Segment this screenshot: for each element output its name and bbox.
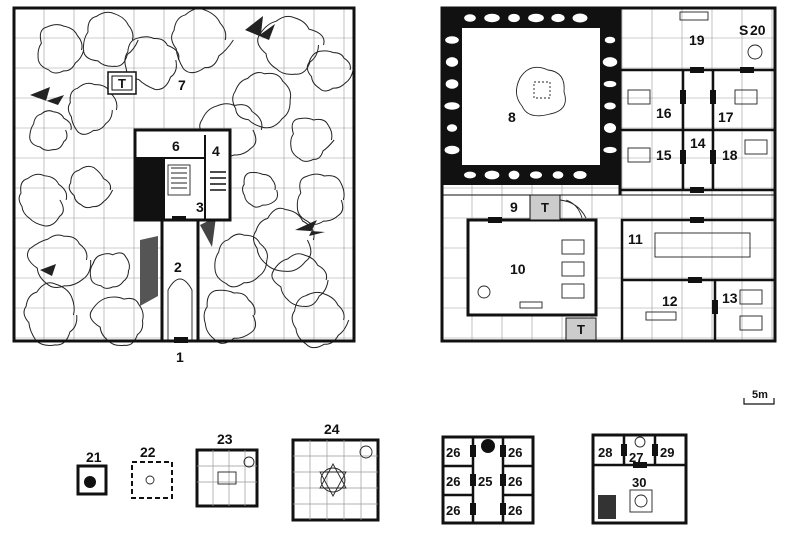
area-label-21: 21 <box>86 449 102 465</box>
area-label-12: 12 <box>662 293 678 309</box>
forest-outer-wall <box>12 6 356 343</box>
forest-canopy <box>18 8 354 349</box>
hedge-border <box>444 13 618 180</box>
small-map-27-30: 28 27 29 30 <box>591 433 688 525</box>
forest-shadows <box>30 16 325 306</box>
area-label-4: 4 <box>212 143 220 159</box>
area-label-24: 24 <box>324 421 340 437</box>
area-label-7: 7 <box>178 77 186 93</box>
area-label-17: 17 <box>718 109 734 125</box>
area-label-22: 22 <box>140 444 156 460</box>
area-label-26-b: 26 <box>508 445 522 460</box>
area-label-2: 2 <box>174 259 182 275</box>
scale-label: 5m <box>752 389 768 401</box>
entry-corridor <box>160 218 200 343</box>
area-label-19: 19 <box>689 32 705 48</box>
area-label-23: 23 <box>217 431 233 447</box>
trap-marker-forest: T <box>118 76 126 91</box>
area-label-20: 20 <box>750 22 766 38</box>
area-label-30: 30 <box>632 475 646 490</box>
south-rooms: T T <box>442 194 775 342</box>
stair-marker-s: S <box>739 22 748 38</box>
area-label-26-a: 26 <box>446 445 460 460</box>
small-map-22: 22 <box>131 444 173 499</box>
area-label-1: 1 <box>176 349 184 365</box>
area-label-13: 13 <box>722 290 738 306</box>
trap-marker-10: T <box>577 322 585 337</box>
area-label-26-e: 26 <box>446 503 460 518</box>
area-label-28: 28 <box>598 445 612 460</box>
area-label-29: 29 <box>660 445 674 460</box>
area-label-26-c: 26 <box>446 474 460 489</box>
area-label-14: 14 <box>690 135 706 151</box>
area-label-10: 10 <box>510 261 526 277</box>
castle-map: T T 8 19 S 20 <box>440 6 777 343</box>
area-label-9: 9 <box>510 199 518 215</box>
small-map-24: 24 <box>291 421 380 522</box>
area-label-26-f: 26 <box>508 503 522 518</box>
small-map-23: 23 <box>195 431 259 508</box>
trap-marker-9: T <box>541 200 549 215</box>
area-label-18: 18 <box>722 147 738 163</box>
area-label-8: 8 <box>508 109 516 125</box>
tower-building <box>133 128 232 222</box>
area-label-25: 25 <box>478 474 492 489</box>
east-rooms <box>618 8 775 195</box>
area-label-15: 15 <box>656 147 672 163</box>
scale-bar: 5m <box>743 389 775 405</box>
area-label-11: 11 <box>628 231 643 247</box>
castle-outer-wall <box>440 6 777 343</box>
forest-map: T 7 6 4 3 2 1 <box>12 6 356 365</box>
area-label-27: 27 <box>629 450 643 465</box>
area-label-16: 16 <box>656 105 672 121</box>
small-map-21: 21 <box>76 449 108 496</box>
small-map-25-26: 26 26 26 25 26 26 26 <box>441 435 535 525</box>
courtyard <box>442 8 620 185</box>
trap-box-forest: T <box>107 71 137 95</box>
area-label-3: 3 <box>196 199 204 215</box>
area-label-6: 6 <box>172 138 180 154</box>
area-label-26-d: 26 <box>508 474 522 489</box>
